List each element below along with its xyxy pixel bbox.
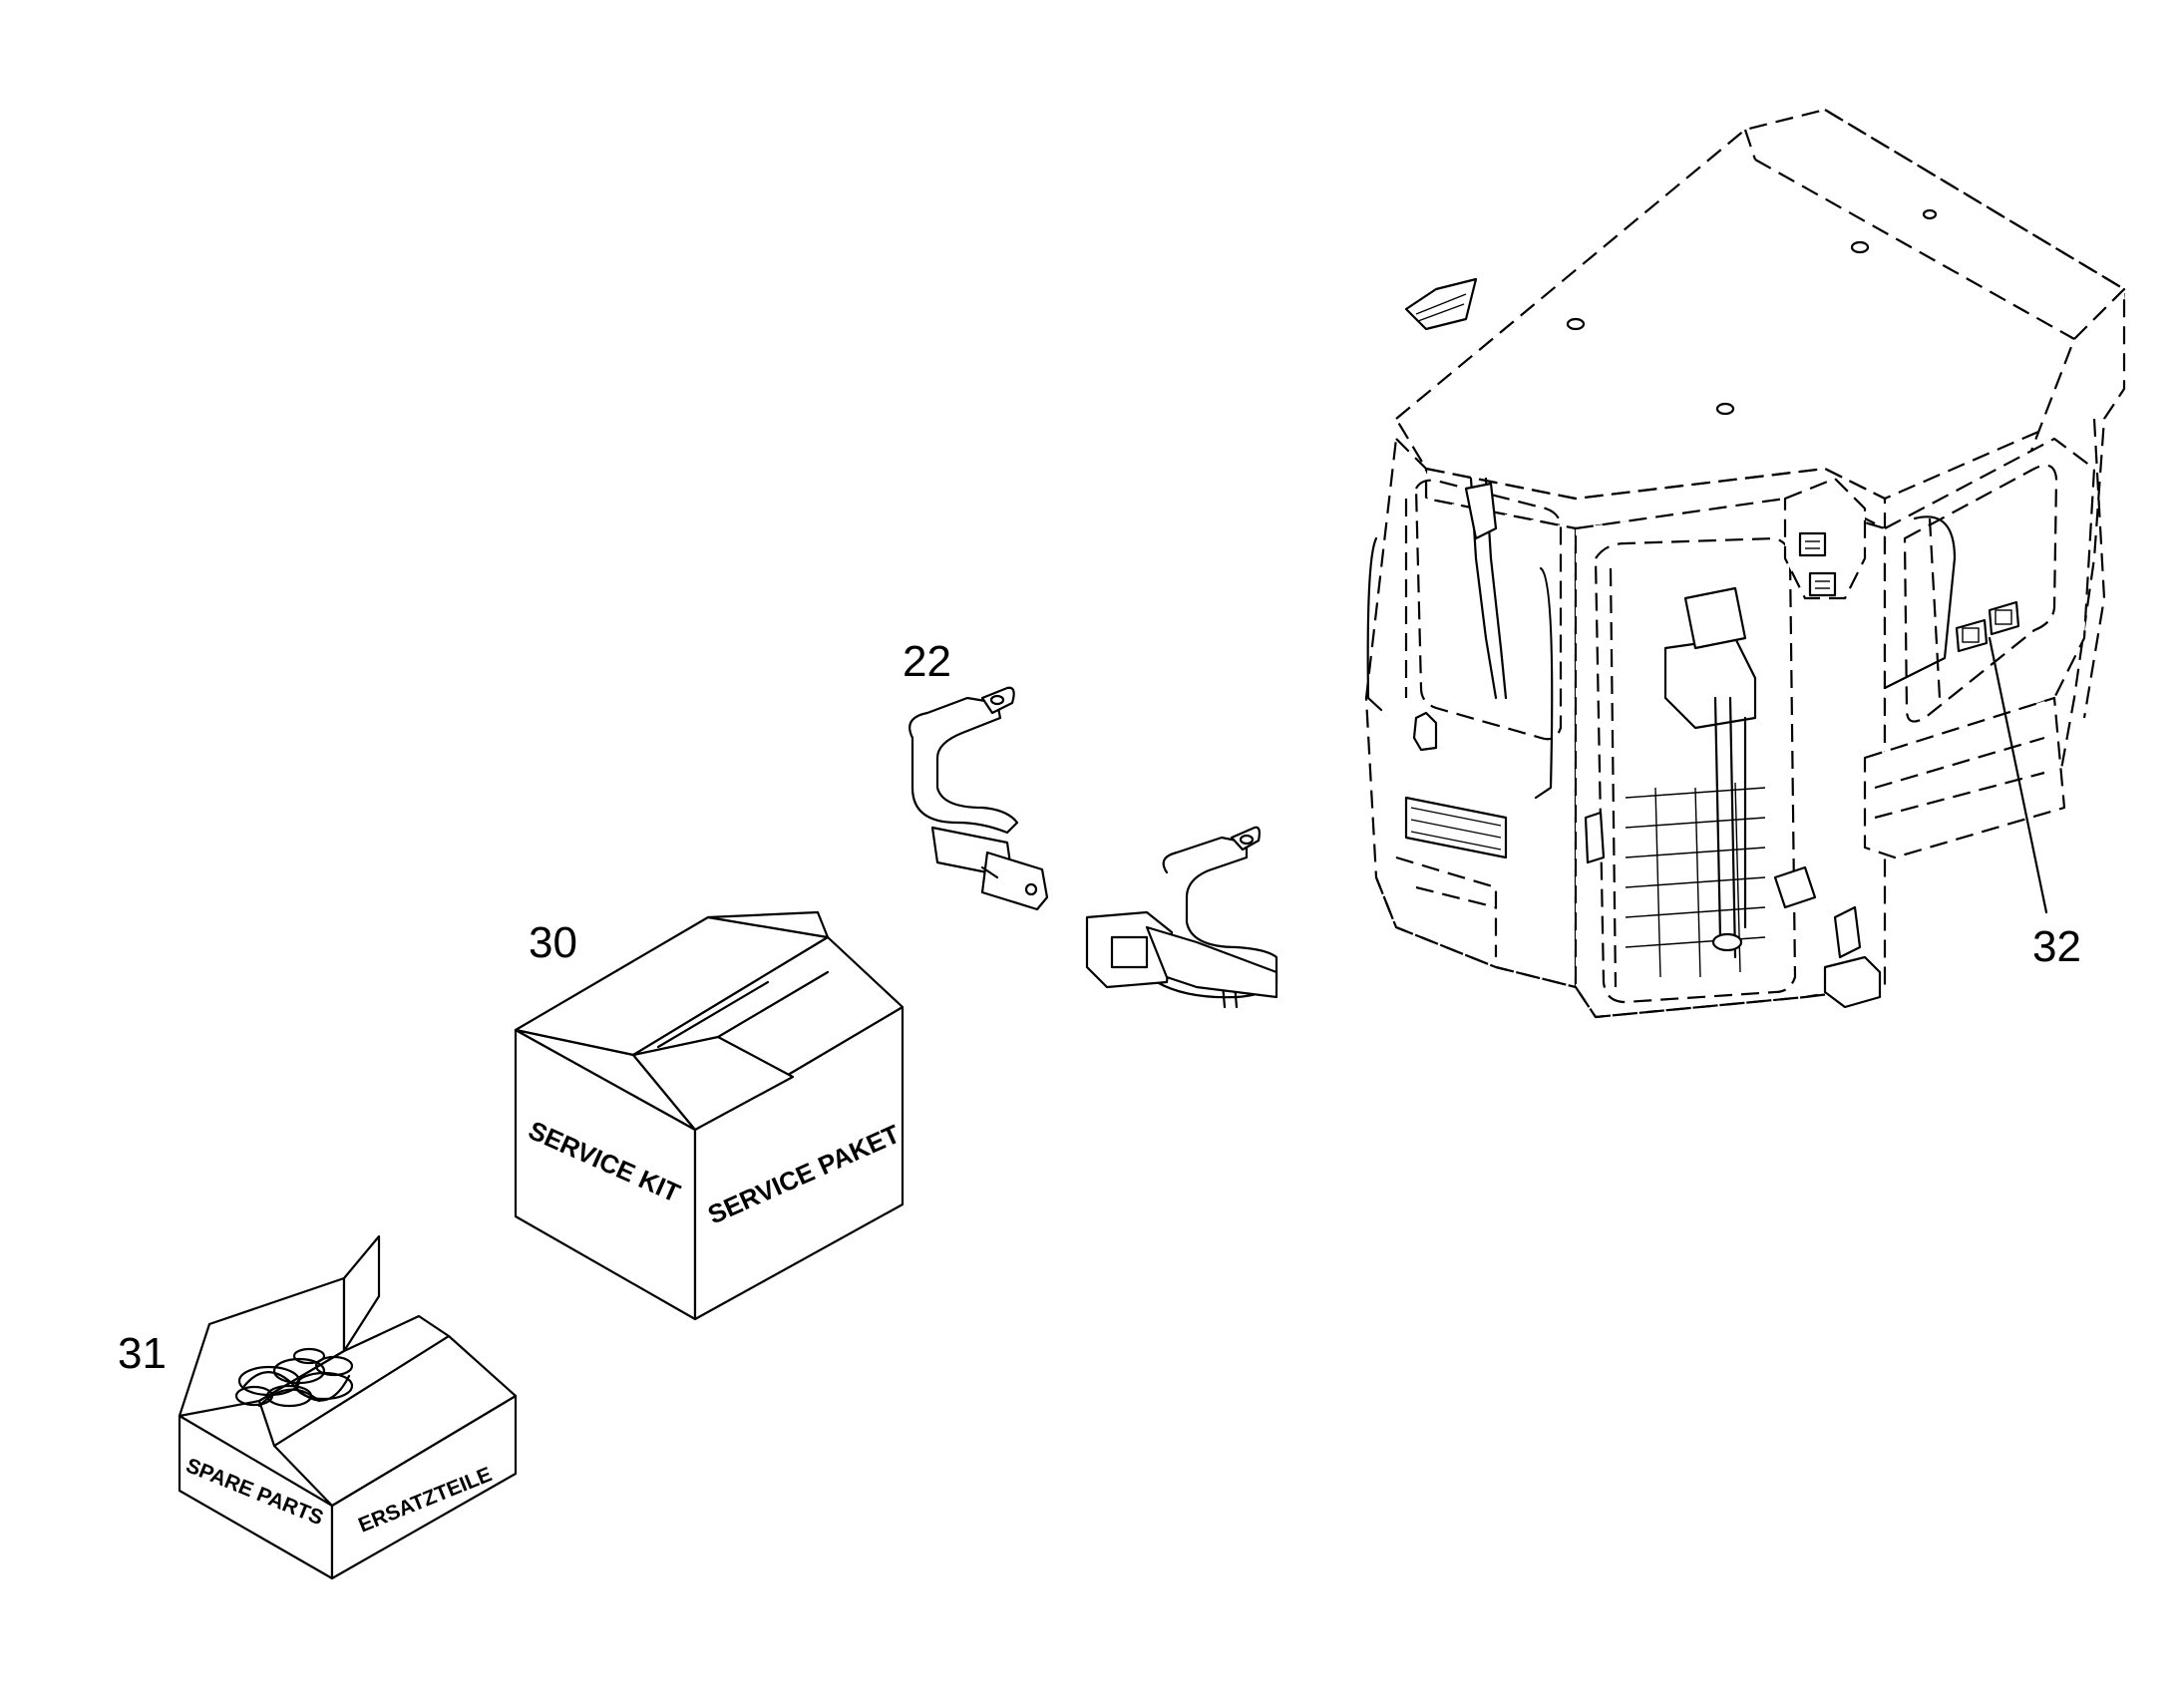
spare-parts-box: SPARE PARTS ERSATZTEILE: [178, 1234, 518, 1580]
callout-30: 30: [529, 918, 577, 967]
spare-parts-contents-icon: [234, 1347, 354, 1408]
control-levers-icon: [1711, 696, 1747, 959]
callout-22: 22: [903, 637, 951, 686]
wiper-left-icon: [1464, 477, 1508, 700]
operator-cab: [1364, 108, 2126, 1019]
switch-pair-icon: [1955, 600, 2020, 653]
leader-line-32: [1988, 636, 2048, 914]
callout-32: 32: [2032, 922, 2081, 971]
service-kit-box: SERVICE KIT SERVICE PAKET: [514, 910, 905, 1321]
seat-belt: [908, 686, 1278, 1009]
work-light-icon: [1798, 531, 1837, 597]
callout-31: 31: [118, 1329, 167, 1378]
